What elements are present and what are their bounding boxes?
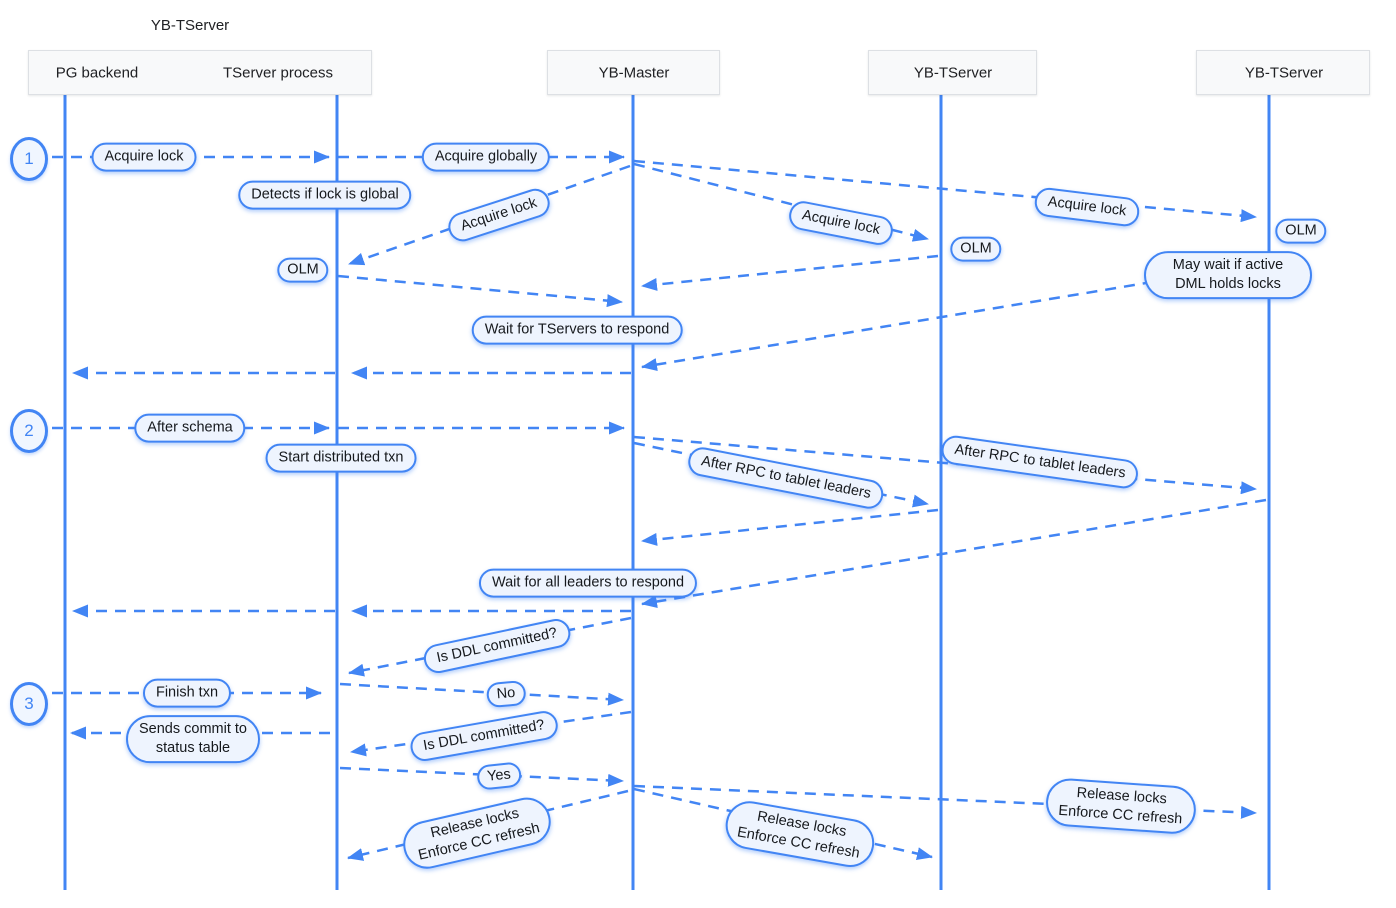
pill-may-wait-if-active-dml: May wait if active DML holds locks [1144, 251, 1312, 299]
arrow-acquire-lock-master-to-tserver-process [348, 164, 631, 266]
pill-finish-txn: Finish txn [142, 678, 232, 708]
pill-wait-for-all-leaders: Wait for all leaders to respond [478, 568, 698, 598]
pill-wait-for-tservers: Wait for TServers to respond [471, 315, 683, 345]
arrow-olm-response-tserver-process-to-master [337, 274, 623, 308]
pill-olm-tserver1: OLM [950, 236, 1002, 262]
step-marker-2: 2 [10, 409, 48, 453]
participant-label-yb-tserver-2: YB-TServer [1244, 64, 1324, 81]
pill-start-distributed-txn: Start distributed txn [265, 443, 417, 473]
arrow-after-rpc-master-to-tserver2 [633, 435, 1257, 495]
participant-label-tserver-process: TServer process [222, 64, 334, 81]
arrow-leader-response-tserver1-to-master [641, 508, 939, 546]
arrow-acquire-lock-master-to-tserver2 [633, 159, 1257, 223]
pill-acquire-lock-1: Acquire lock [91, 142, 197, 172]
pill-no-label: No [485, 679, 527, 709]
yb-tserver-1-box: YB-TServer [868, 50, 1037, 95]
pill-after-schema: After schema [134, 413, 246, 443]
yb-tserver-2-box: YB-TServer [1196, 50, 1370, 95]
pill-olm-tserver2: OLM [1275, 218, 1327, 244]
yb-tserver-group-label: YB-TServer [150, 17, 230, 34]
pill-acquire-globally: Acquire globally [421, 142, 551, 172]
participant-label-yb-tserver-1: YB-TServer [913, 64, 993, 81]
yb-master-box: YB-Master [547, 50, 720, 95]
participant-label-pg-backend: PG backend [55, 64, 139, 81]
arrow-no-response-tserver-to-master [339, 682, 624, 706]
pill-olm-tserver-process: OLM [277, 257, 329, 283]
step-marker-1: 1 [10, 137, 48, 181]
step-marker-3: 3 [10, 682, 48, 726]
pill-detects-if-lock-is-global: Detects if lock is global [238, 180, 412, 210]
participant-label-yb-master: YB-Master [598, 64, 670, 81]
yb-tserver-group-box: PG backend TServer process [28, 50, 372, 95]
pill-sends-commit-to-status-table: Sends commit to status table [126, 715, 260, 763]
arrow-leader-response-tserver2-to-master [641, 498, 1267, 608]
arrow-response-tserver1-to-master [641, 254, 939, 291]
